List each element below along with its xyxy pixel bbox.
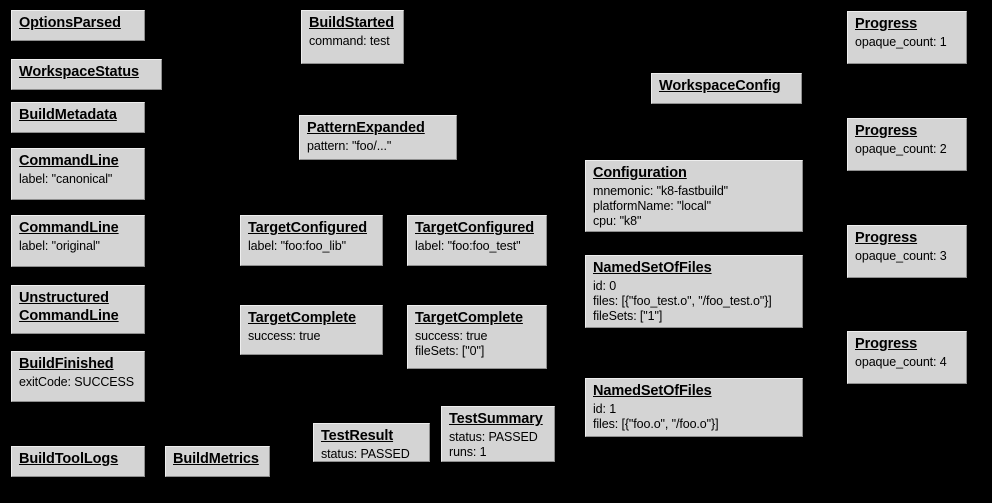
event-node-field: files: [{"foo_test.o", "/foo_test.o"}] bbox=[593, 293, 772, 308]
event-node-command-line-original[interactable]: CommandLine label: "original" bbox=[11, 215, 145, 267]
event-node-command-line-canonical[interactable]: CommandLine label: "canonical" bbox=[11, 148, 145, 200]
event-node-field: opaque_count: 1 bbox=[855, 34, 947, 49]
event-node-title: WorkspaceConfig bbox=[659, 78, 781, 94]
event-node-title: TestSummary bbox=[449, 411, 543, 427]
event-node-title: TargetComplete bbox=[415, 310, 523, 326]
event-node-test-result[interactable]: TestResult status: PASSED bbox=[313, 423, 430, 462]
event-node-target-complete-foo-lib[interactable]: TargetComplete success: true bbox=[240, 305, 383, 355]
event-node-field: success: true bbox=[415, 328, 488, 343]
event-node-title: TargetConfigured bbox=[415, 220, 534, 236]
event-node-title: NamedSetOfFiles bbox=[593, 383, 712, 399]
event-node-field: label: "canonical" bbox=[19, 171, 113, 186]
event-node-field: id: 1 bbox=[593, 401, 617, 416]
event-node-title: Progress bbox=[855, 16, 918, 32]
event-node-field: files: [{"foo.o", "/foo.o"}] bbox=[593, 416, 719, 431]
event-node-title: NamedSetOfFiles bbox=[593, 260, 712, 276]
event-node-configuration[interactable]: Configuration mnemonic: "k8-fastbuild"pla… bbox=[585, 160, 803, 232]
event-node-field: id: 0 bbox=[593, 278, 617, 293]
event-node-title: TestResult bbox=[321, 428, 394, 444]
event-node-workspace-config[interactable]: WorkspaceConfig bbox=[651, 73, 802, 104]
event-node-field: fileSets: ["0"] bbox=[415, 343, 485, 358]
event-node-field: platformName: "local" bbox=[593, 198, 711, 213]
event-node-title: BuildToolLogs bbox=[19, 451, 119, 467]
event-node-title: WorkspaceStatus bbox=[19, 64, 139, 80]
event-node-build-metrics[interactable]: BuildMetrics bbox=[165, 446, 270, 477]
event-node-target-configured-foo-lib[interactable]: TargetConfigured label: "foo:foo_lib" bbox=[240, 215, 383, 266]
event-node-title: BuildStarted bbox=[309, 15, 395, 31]
event-node-build-metadata[interactable]: BuildMetadata bbox=[11, 102, 145, 133]
event-node-options-parsed[interactable]: OptionsParsed bbox=[11, 10, 145, 41]
event-node-field: opaque_count: 2 bbox=[855, 141, 947, 156]
event-node-unstructured-command-line[interactable]: Unstructured CommandLine bbox=[11, 285, 145, 334]
event-node-field: mnemonic: "k8-fastbuild" bbox=[593, 183, 729, 198]
event-node-target-configured-foo-test[interactable]: TargetConfigured label: "foo:foo_test" bbox=[407, 215, 547, 266]
event-node-field: pattern: "foo/..." bbox=[307, 138, 392, 153]
event-node-title: CommandLine bbox=[19, 220, 119, 236]
event-node-title: OptionsParsed bbox=[19, 15, 121, 31]
event-node-build-tool-logs[interactable]: BuildToolLogs bbox=[11, 446, 145, 477]
event-node-field: opaque_count: 4 bbox=[855, 354, 947, 369]
event-node-title: CommandLine bbox=[19, 153, 119, 169]
event-node-progress-2[interactable]: Progress opaque_count: 2 bbox=[847, 118, 967, 171]
event-node-field: status: PASSED bbox=[321, 446, 410, 461]
event-node-title: Progress bbox=[855, 123, 918, 139]
event-node-progress-1[interactable]: Progress opaque_count: 1 bbox=[847, 11, 967, 64]
event-node-title: Configuration bbox=[593, 165, 687, 181]
event-node-field: command: test bbox=[309, 33, 390, 48]
event-node-build-started[interactable]: BuildStarted command: test bbox=[301, 10, 404, 64]
event-node-pattern-expanded[interactable]: PatternExpanded pattern: "foo/..." bbox=[299, 115, 457, 160]
event-node-field: success: true bbox=[248, 328, 321, 343]
event-node-progress-3[interactable]: Progress opaque_count: 3 bbox=[847, 225, 967, 278]
event-node-field: fileSets: ["1"] bbox=[593, 309, 663, 324]
event-node-field: runs: 1 bbox=[449, 444, 487, 459]
event-node-progress-4[interactable]: Progress opaque_count: 4 bbox=[847, 331, 967, 384]
event-node-title: BuildMetrics bbox=[173, 451, 259, 467]
event-node-field: label: "foo:foo_test" bbox=[415, 238, 521, 253]
event-node-title: Unstructured CommandLine bbox=[19, 290, 119, 324]
event-node-field: exitCode: SUCCESS bbox=[19, 374, 135, 389]
event-node-title: Progress bbox=[855, 336, 918, 352]
event-node-field: label: "original" bbox=[19, 238, 100, 253]
event-node-field: cpu: "k8" bbox=[593, 214, 642, 229]
event-node-title: Progress bbox=[855, 230, 918, 246]
event-node-title: BuildMetadata bbox=[19, 107, 117, 123]
event-node-title: TargetConfigured bbox=[248, 220, 367, 236]
event-node-field: opaque_count: 3 bbox=[855, 248, 947, 263]
event-node-title: BuildFinished bbox=[19, 356, 114, 372]
event-node-workspace-status[interactable]: WorkspaceStatus bbox=[11, 59, 162, 90]
event-node-title: TargetComplete bbox=[248, 310, 356, 326]
event-node-build-finished[interactable]: BuildFinished exitCode: SUCCESS bbox=[11, 351, 145, 402]
event-node-field: label: "foo:foo_lib" bbox=[248, 238, 346, 253]
event-node-title: PatternExpanded bbox=[307, 120, 425, 136]
event-node-field: status: PASSED bbox=[449, 429, 538, 444]
